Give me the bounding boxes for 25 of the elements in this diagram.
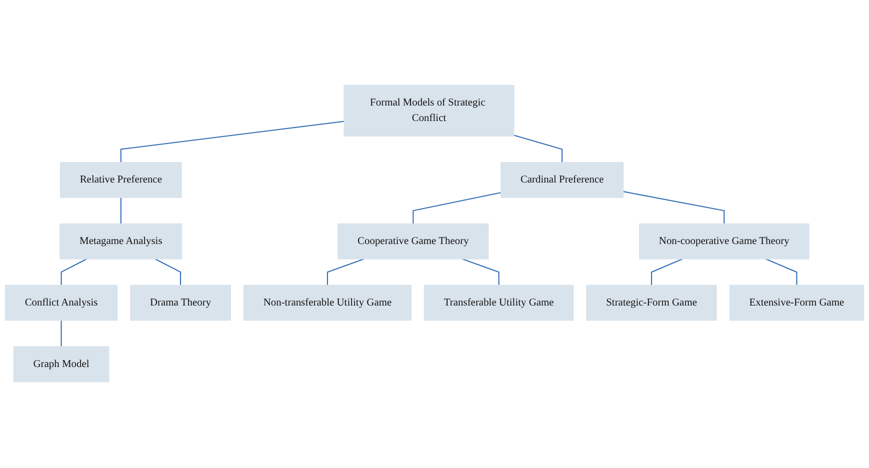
connector <box>412 192 501 224</box>
node-box: Metagame Analysis <box>60 224 182 260</box>
connector <box>766 259 798 286</box>
connector <box>462 258 500 286</box>
connector <box>651 259 683 286</box>
node-box: Extensive-Form Game <box>729 285 864 322</box>
node-box: Transferable Utility Game <box>424 285 574 322</box>
node-box: Graph Model <box>13 346 110 383</box>
node-box: Strategic-Form Game <box>586 285 717 322</box>
connector <box>120 198 122 224</box>
node-box: Conflict Analysis <box>4 285 118 322</box>
node-box: Formal Models of Strategic Conflict <box>344 85 514 137</box>
connector <box>154 259 182 286</box>
node-box: Cardinal Preference <box>500 162 624 198</box>
connector <box>60 320 62 348</box>
connector <box>514 135 563 163</box>
connector <box>60 259 87 286</box>
node-box: Drama Theory <box>130 285 231 322</box>
node-box: Non-transferable Utility Game <box>243 285 412 322</box>
node-box: Cooperative Game Theory <box>338 224 489 260</box>
connector <box>120 121 344 163</box>
connector <box>326 258 364 286</box>
connector <box>623 192 725 224</box>
node-box: Relative Preference <box>60 162 182 198</box>
node-box: Non-cooperative Game Theory <box>638 224 810 260</box>
